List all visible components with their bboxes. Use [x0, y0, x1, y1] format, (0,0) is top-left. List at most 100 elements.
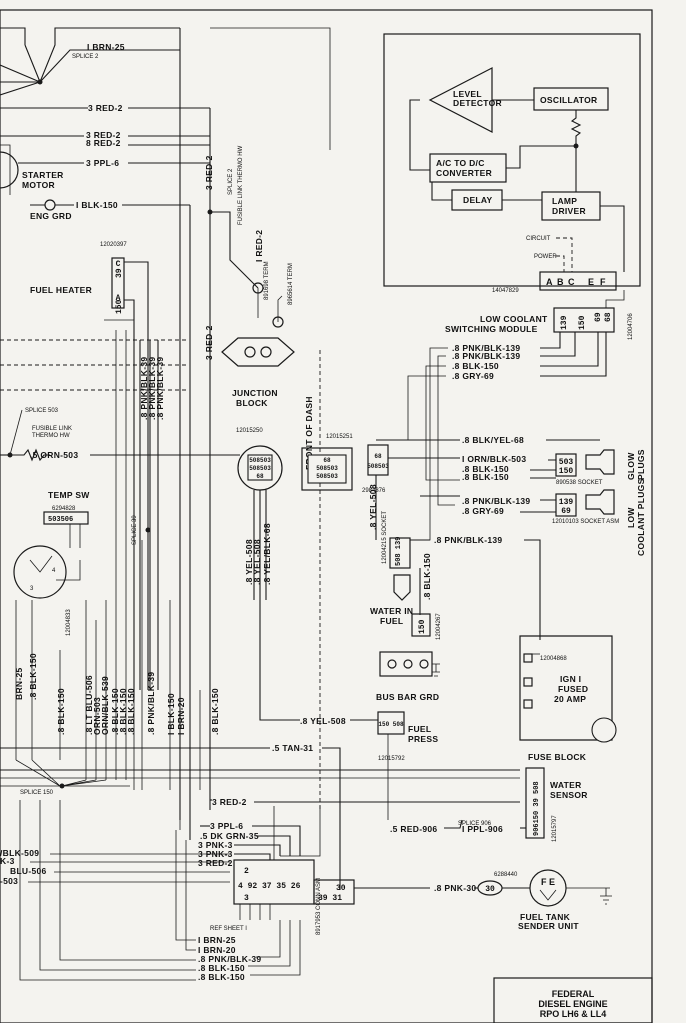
splice503-area: SPLICE 503 FUSIBLE LINK THERMO HW .5 ORN…: [0, 408, 240, 462]
ref-sheet-label: REF SHEET I: [210, 926, 247, 932]
red2-v2-label: I RED-2: [254, 230, 264, 262]
brn20-bot-label: I BRN-20: [198, 945, 236, 955]
pin-f: F: [600, 277, 606, 287]
fuel-tank-2: SENDER UNIT: [518, 921, 579, 931]
water-sensor: 906150 39 508 WATER SENSOR 12015797: [525, 767, 587, 842]
yel508-v1-label: .8 YEL-508: [244, 539, 254, 585]
glow-plugs-1: GLOW: [626, 452, 636, 480]
fh-pin-a: A: [116, 294, 121, 303]
blk150-v5-label: .8 BLK-150: [126, 688, 136, 735]
pn-12004833: 12004833: [66, 609, 72, 636]
blk150-bot1-label: .8 BLK-150: [198, 963, 245, 973]
pin-e: E: [588, 277, 594, 287]
lc-module-label-1: LOW COOLANT: [480, 314, 548, 324]
eng-grd-symbol: [44, 199, 56, 211]
ign-fused-1: IGN I: [560, 674, 581, 684]
lower-left-verticals: BRN-25 .8 BLK-150 .8 BLK-150 .8 LT BLU-5…: [14, 330, 220, 800]
conn250-pins-2: 508503: [249, 465, 271, 472]
orn-blk503-label: I ORN/BLK-503: [462, 454, 526, 464]
fh-150: 150: [115, 299, 124, 314]
temp-sw-pins: 503506: [48, 516, 73, 524]
conn-2984-2: 508503: [367, 463, 389, 470]
lc-wires: .8 PNK/BLK-139 .8 PNK/BLK-139 .8 BLK-150…: [407, 343, 520, 541]
level-detector-2: DETECTOR: [453, 98, 502, 108]
ppl6-low-label: 3 PPL-6: [210, 821, 243, 831]
red2-v3-label: 3 RED-2: [204, 325, 214, 360]
fp-pins: 150 508: [378, 721, 404, 728]
orn503-label: .5 ORN-503: [30, 450, 78, 460]
lc-pin-69: 69: [594, 312, 603, 322]
c-pin30: 30: [336, 884, 346, 893]
red2-v1-label: 3 RED-2: [204, 155, 214, 190]
x503-label: -503: [0, 876, 18, 886]
pnk-blk-v3-label: .8 PNK/BLK-39: [155, 357, 165, 420]
circuit-label: CIRCUIT: [526, 236, 551, 242]
pnk-blk-verticals: .8 PNK/BLK-39 .8 PNK/BLK-39 .8 PNK/BLK-3…: [139, 340, 165, 690]
bottom-wires: I BRN-25 I BRN-20 .8 PNK/BLK-39 .8 BLK-1…: [19, 800, 301, 982]
yel508-fp-label: .8 YEL-508: [300, 716, 346, 726]
lc-module-label-2: SWITCHING MODULE: [445, 324, 538, 334]
pnk-blk-v2-label: .8 PNK/BLK-39: [147, 357, 157, 420]
socket-asm: 12010103 SOCKET ASM: [552, 519, 619, 525]
pn-14047829: 14047829: [492, 288, 519, 294]
lc-gry69: .8 GRY-69: [452, 371, 494, 381]
ign-fused-2: FUSED: [558, 684, 588, 694]
blk150-wif: .8 BLK-150: [422, 553, 432, 600]
fusible-link-h1: FUSIBLE LINK: [32, 426, 72, 432]
orn-blk539-label: ORN/BLK-539: [100, 676, 110, 735]
delay-label: DELAY: [463, 195, 493, 205]
lc-blk150: .8 BLK-150: [452, 361, 499, 371]
conn251-pins-1: 68: [323, 457, 331, 464]
low-coolant-module: LEVEL DETECTOR OSCILLATOR A/C TO D/C CON…: [383, 33, 641, 294]
junction-block-label-1: JUNCTION: [232, 388, 278, 398]
pn-6288440: 6288440: [494, 872, 518, 878]
brn25-v-label: BRN-25: [14, 667, 24, 700]
oscillator-label: OSCILLATOR: [540, 95, 597, 105]
lc-pnk139-1: .8 PNK/BLK-139: [452, 343, 520, 353]
pnk-blk39-bot-label: .8 PNK/BLK-39: [198, 954, 261, 964]
adc-label-2: CONVERTER: [436, 168, 492, 178]
starter-area: SPLICE 2 I BRN-25 3 RED-2 3 RED-2 8 RED-…: [0, 27, 210, 221]
lc-pin-150: 150: [578, 315, 587, 330]
splice2-v-label: SPLICE 2: [228, 168, 234, 195]
yel-blk68-v-label: .8 YEL/BLK-68: [262, 523, 272, 585]
bus-bar-grd: BUS BAR GRD: [376, 651, 440, 702]
temp-sw-label: TEMP SW: [48, 490, 90, 500]
pin-a: A: [546, 277, 553, 287]
pn-12004215: 12004215 SOCKET: [382, 511, 388, 564]
gp-503: 503: [559, 458, 574, 467]
fuse-block: 12004868 IGN I FUSED 20 AMP FUSE BLOCK: [519, 635, 617, 762]
glow-plugs-area: .8 BLK/YEL-68 68 508503 2984376 I ORN/BL…: [362, 435, 646, 556]
splice503-label: SPLICE 503: [25, 408, 59, 414]
temp-sw-pn: 6294828: [52, 506, 76, 512]
lc-pnk139-2: .8 PNK/BLK-139: [452, 351, 520, 361]
fuel-heater-label: FUEL HEATER: [30, 285, 92, 295]
title-line-2: DIESEL ENGINE: [538, 999, 607, 1009]
c-row2: 4 92 37 35 26: [238, 882, 301, 891]
water-in-fuel-1: WATER IN: [370, 606, 413, 616]
lc-pin-139: 139: [560, 315, 569, 330]
ign-fused-3: 20 AMP: [554, 694, 586, 704]
pin-b: B: [557, 277, 564, 287]
low-coolant-2: COOLANT PLUGS: [636, 478, 646, 556]
fuel-press-2: PRESS: [408, 734, 438, 744]
splice150-label: SPLICE 150: [20, 790, 54, 796]
temp-sw: TEMP SW 6294828 503506 4 3 12004833: [13, 490, 90, 636]
red2-low2-label: 3 RED-2: [198, 858, 233, 868]
fe-label: F E: [541, 877, 555, 887]
conn251-pins-2: 508503: [316, 465, 338, 472]
splice2-top-label: SPLICE 2: [72, 54, 99, 60]
pn-12015251: 12015251: [326, 434, 353, 440]
fuel-heater-pn: 12020397: [100, 242, 127, 248]
splice39-label: SPLICE 39: [132, 515, 138, 545]
blk150-v6-label: I BLK-150: [166, 693, 176, 735]
lower-mid-wires: .5 TAN-31 .8 YEL-508 150 508 FUEL PRESS …: [0, 711, 526, 890]
connector-12015250: 12015250 508503 508503 68 .8 YEL-508 .8 …: [236, 428, 300, 721]
temp-sw-pin3: 3: [30, 586, 34, 592]
pn-2984376: 2984376: [362, 488, 386, 494]
lamp-driver-1: LAMP: [552, 196, 577, 206]
red2-verticals: 3 RED-2 SPLICE 2 FUSIBLE LINK THERMO HW …: [179, 28, 264, 840]
fuel-heater: 12020397 C A FUEL HEATER 39 150: [30, 242, 149, 700]
bottom-left-partials: /BLK-509 K-3 BLU-506 -503: [0, 848, 230, 886]
gp-150: 150: [559, 467, 574, 476]
